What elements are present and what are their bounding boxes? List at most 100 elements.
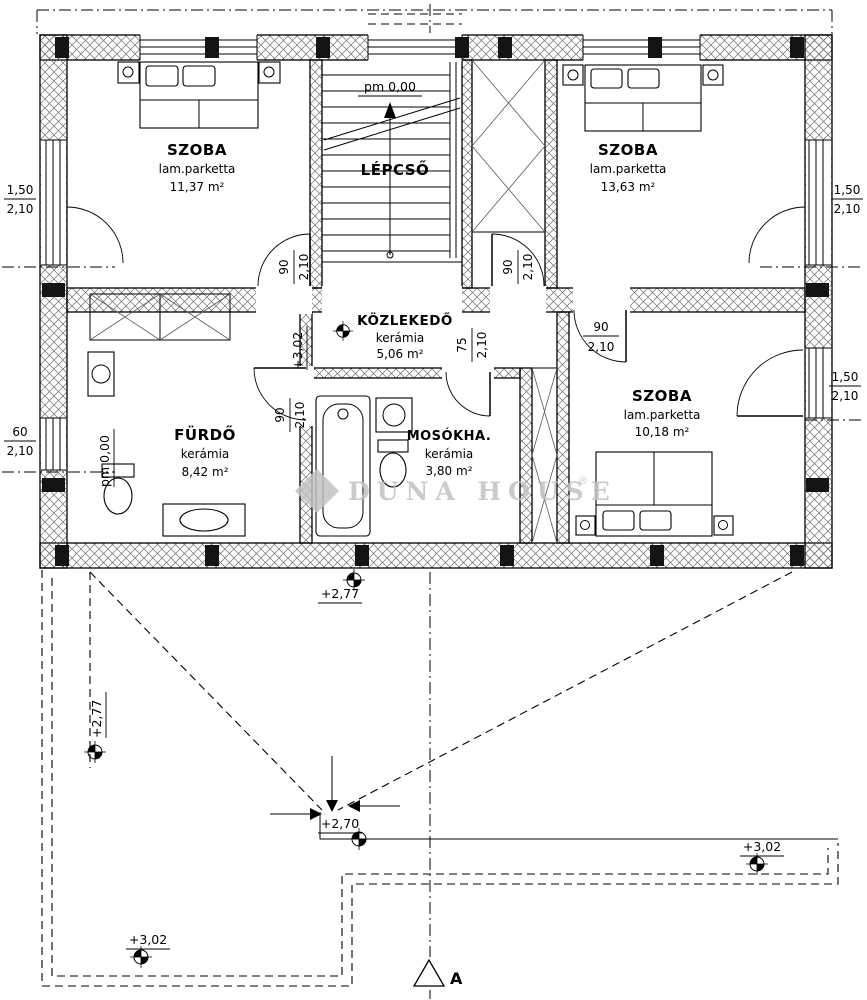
doors: [253, 233, 627, 421]
room-floor: lam.parketta: [624, 408, 701, 422]
svg-text:+2,70: +2,70: [321, 816, 359, 831]
dim-door-laundry: 75 2,10: [455, 328, 489, 362]
dim-door-room-left: 90 2,10: [277, 250, 311, 284]
windows: [41, 34, 831, 471]
level-terrace-left: +2,77: [83, 692, 107, 764]
svg-text:2,10: 2,10: [521, 254, 535, 281]
staircase: [322, 62, 462, 263]
door-laundry: [445, 371, 491, 417]
dim-right-window: 1,50 2,10: [831, 183, 863, 216]
bed-room-left: [117, 61, 281, 129]
dim-door-room-right: 90 2,10: [501, 250, 535, 284]
stair-direction-arrow: [384, 102, 396, 118]
svg-text:+3,02: +3,02: [290, 332, 305, 370]
bed-room-bottom: [575, 451, 734, 537]
svg-text:+2,77: +2,77: [321, 586, 359, 601]
door-room-bottom: [573, 309, 627, 363]
laundry-fixtures: [375, 397, 413, 488]
room-labels: SZOBA lam.parketta 11,37 m² LÉPCSŐ SZOBA…: [159, 141, 701, 479]
room-floor: kerámia: [376, 331, 425, 345]
room-label-szoba-1: SZOBA lam.parketta 11,37 m²: [159, 141, 236, 194]
room-area: 13,63 m²: [601, 180, 656, 194]
svg-text:2,10: 2,10: [7, 202, 34, 216]
svg-text:2,10: 2,10: [834, 202, 861, 216]
dim-left-window: 1,50 2,10: [4, 183, 36, 216]
window-left-small: [41, 417, 66, 471]
room-name: LÉPCSŐ: [361, 159, 430, 179]
lower-projection: A: [41, 570, 839, 999]
section-label: A: [450, 969, 463, 988]
svg-text:90: 90: [501, 259, 515, 274]
door-room-left: [257, 233, 311, 287]
room-label-furdo: FÜRDŐ kerámia 8,42 m²: [174, 424, 236, 479]
roof-overhang-lines: [36, 4, 833, 34]
svg-text:1,50: 1,50: [834, 183, 861, 197]
svg-text:1,50: 1,50: [832, 370, 859, 384]
watermark-brand: DUNA HOUSE: [348, 477, 617, 506]
svg-text:2,10: 2,10: [7, 444, 34, 458]
watermark: DUNA HOUSE ®: [295, 469, 617, 513]
room-name: FÜRDŐ: [174, 424, 236, 444]
svg-text:90: 90: [593, 320, 608, 334]
svg-text:pm 0,00: pm 0,00: [364, 79, 416, 94]
svg-text:+3,02: +3,02: [743, 839, 781, 854]
furniture: [87, 61, 734, 537]
bathroom-fixtures: [87, 351, 246, 537]
window-top-right: [582, 34, 701, 61]
room-area: 10,18 m²: [635, 425, 690, 439]
level-terrace-right: +3,02: [740, 839, 784, 876]
dim-door-room-bottom: 90 2,10: [583, 320, 619, 354]
level-bathroom: pm 0,00: [97, 429, 115, 487]
level-terrace-bottom-left: +3,02: [126, 932, 170, 969]
section-marker-a: A: [412, 958, 463, 988]
room-label-szoba-2: SZOBA lam.parketta 13,63 m²: [590, 141, 667, 194]
room-area: 8,42 m²: [181, 465, 228, 479]
shaft-strips: [89, 59, 558, 544]
balcony-door-right: [736, 347, 831, 419]
room-floor: lam.parketta: [159, 162, 236, 176]
bathtub: [315, 395, 371, 537]
room-label-szoba-3: SZOBA lam.parketta 10,18 m²: [624, 387, 701, 439]
svg-text:2,10: 2,10: [475, 332, 489, 359]
svg-text:2,10: 2,10: [588, 340, 615, 354]
window-right: [748, 139, 831, 266]
room-label-mosokha: MOSÓKHA. kerámia 3,80 m²: [407, 428, 492, 478]
window-top-stairs: [367, 34, 463, 61]
svg-text:90: 90: [277, 259, 291, 274]
room-area: 11,37 m²: [170, 180, 225, 194]
room-floor: kerámia: [181, 447, 230, 461]
door-bathroom: [253, 367, 307, 421]
svg-text:2,10: 2,10: [293, 402, 307, 429]
level-terrace-center: +2,70: [318, 816, 371, 851]
room-floor: kerámia: [425, 447, 474, 461]
window-top-left: [139, 34, 258, 61]
svg-text:2,10: 2,10: [297, 254, 311, 281]
room-label-kozlekedo: KÖZLEKEDŐ kerámia 5,06 m²: [357, 311, 453, 361]
svg-text:60: 60: [12, 425, 27, 439]
room-floor: lam.parketta: [590, 162, 667, 176]
dim-left-small-window: 60 2,10: [4, 425, 36, 458]
svg-text:+2,77: +2,77: [89, 700, 104, 738]
bed-room-right: [562, 64, 724, 132]
room-area: 5,06 m²: [376, 347, 423, 361]
door-room-right: [491, 233, 545, 287]
svg-text:75: 75: [455, 337, 469, 352]
room-name: SZOBA: [598, 141, 658, 159]
room-label-lepcso: LÉPCSŐ: [361, 159, 430, 179]
svg-text:+3,02: +3,02: [129, 932, 167, 947]
room-name: SZOBA: [632, 387, 692, 405]
level-corridor: +3,02: [290, 320, 354, 370]
svg-text:pm 0,00: pm 0,00: [97, 435, 112, 487]
svg-text:1,50: 1,50: [7, 183, 34, 197]
level-marks: pm 0,00 +3,02 pm 0,00 +2,77 +2,77: [83, 79, 784, 969]
dim-balcony-door: 1,50 2,10: [829, 370, 861, 403]
level-stairs-top: pm 0,00: [358, 79, 422, 97]
room-name: MOSÓKHA.: [407, 428, 492, 444]
room-name: KÖZLEKEDŐ: [357, 311, 453, 329]
svg-text:2,10: 2,10: [832, 389, 859, 403]
convergence-arrows: [270, 756, 400, 820]
dim-door-bathroom: 90 2,10: [273, 398, 307, 432]
watermark-registered: ®: [578, 476, 588, 487]
